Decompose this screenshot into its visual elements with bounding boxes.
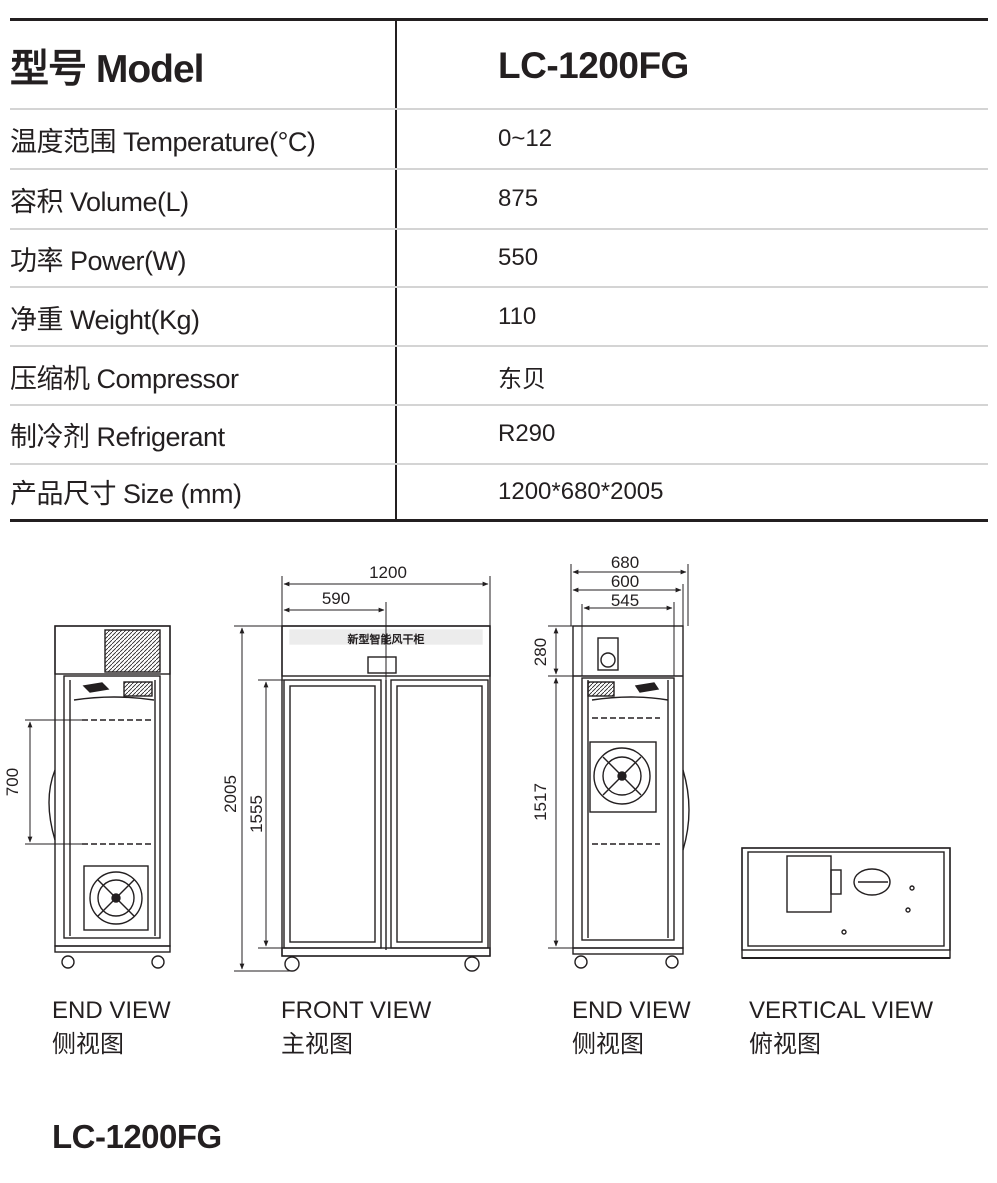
row-separator xyxy=(10,286,988,288)
caption-en: FRONT VIEW xyxy=(281,997,432,1024)
dim-590-label: 590 xyxy=(322,589,350,608)
spec-row-model: 型号 Model LC-1200FG xyxy=(10,24,988,108)
technical-drawings: 700 1200 590 2005 1555 新型智能风干柜 xyxy=(3,553,951,972)
spec-row-compressor: 压缩机 Compressor 东贝 xyxy=(10,347,988,405)
spec-value: 875 xyxy=(498,185,539,212)
dim-2005-label: 2005 xyxy=(221,775,240,813)
row-separator xyxy=(10,108,988,110)
spec-row-size: 产品尺寸 Size (mm) 1200*680*2005 xyxy=(10,464,988,519)
spec-value: 110 xyxy=(498,303,537,330)
row-separator xyxy=(10,168,988,170)
spec-row-power: 功率 Power(W) 550 xyxy=(10,229,988,287)
table-top-rule xyxy=(10,18,988,21)
dim-1517-label: 1517 xyxy=(531,783,550,821)
spec-row-temperature: 温度范围 Temperature(°C) 0~12 xyxy=(10,110,988,168)
end-view-left-drawing xyxy=(25,625,171,969)
front-panel-text: 新型智能风干柜 xyxy=(348,632,425,646)
dim-1555-label: 1555 xyxy=(247,795,266,833)
spec-label: 容积 Volume(L) xyxy=(10,186,189,217)
spec-value: LC-1200FG xyxy=(498,45,689,86)
spec-label: 型号 Model xyxy=(10,48,205,91)
spec-label: 净重 Weight(Kg) xyxy=(10,304,200,335)
spec-row-weight: 净重 Weight(Kg) 110 xyxy=(10,288,988,346)
dim-600-label: 600 xyxy=(611,572,639,591)
dim-680-label: 680 xyxy=(611,553,639,572)
caption-front-view: FRONT VIEW 主视图 xyxy=(281,994,431,1062)
spec-value: R290 xyxy=(498,420,556,447)
caption-cn: 侧视图 xyxy=(572,1031,644,1058)
caption-en: VERTICAL VIEW xyxy=(749,997,934,1024)
spec-label: 产品尺寸 Size (mm) xyxy=(10,479,242,509)
row-separator xyxy=(10,404,988,406)
spec-row-volume: 容积 Volume(L) 875 xyxy=(10,170,988,228)
spec-value: 1200*680*2005 xyxy=(498,477,664,505)
dim-1200-label: 1200 xyxy=(369,563,407,582)
spec-value: 东贝 xyxy=(498,365,546,393)
end-view-right-drawing xyxy=(548,564,690,969)
caption-cn: 侧视图 xyxy=(52,1031,124,1058)
front-view-drawing xyxy=(234,576,491,972)
dim-700-label: 700 xyxy=(3,768,22,796)
spec-label: 温度范围 Temperature(°C) xyxy=(10,126,316,157)
table-bottom-rule xyxy=(10,519,988,522)
caption-cn: 主视图 xyxy=(281,1031,353,1058)
spec-label: 制冷剂 Refrigerant xyxy=(10,421,225,452)
caption-en: END VIEW xyxy=(52,997,171,1024)
vertical-view-drawing xyxy=(741,847,951,959)
row-separator xyxy=(10,228,988,230)
dim-280-label: 280 xyxy=(531,638,550,666)
spec-label: 压缩机 Compressor xyxy=(10,363,239,394)
caption-en: END VIEW xyxy=(572,997,691,1024)
caption-vertical-view: VERTICAL VIEW 俯视图 xyxy=(749,994,933,1062)
spec-value: 550 xyxy=(498,244,539,271)
footer-model-name: LC-1200FG xyxy=(52,1118,222,1155)
caption-end-view-left: END VIEW 侧视图 xyxy=(52,994,171,1062)
spec-value: 0~12 xyxy=(498,125,553,152)
spec-row-refrigerant: 制冷剂 Refrigerant R290 xyxy=(10,405,988,463)
row-separator xyxy=(10,463,988,465)
spec-label: 功率 Power(W) xyxy=(10,245,187,276)
dim-545-label: 545 xyxy=(611,591,639,610)
row-separator xyxy=(10,345,988,347)
caption-end-view-right: END VIEW 侧视图 xyxy=(572,994,691,1062)
caption-cn: 俯视图 xyxy=(749,1031,821,1058)
table-column-divider xyxy=(395,18,397,522)
